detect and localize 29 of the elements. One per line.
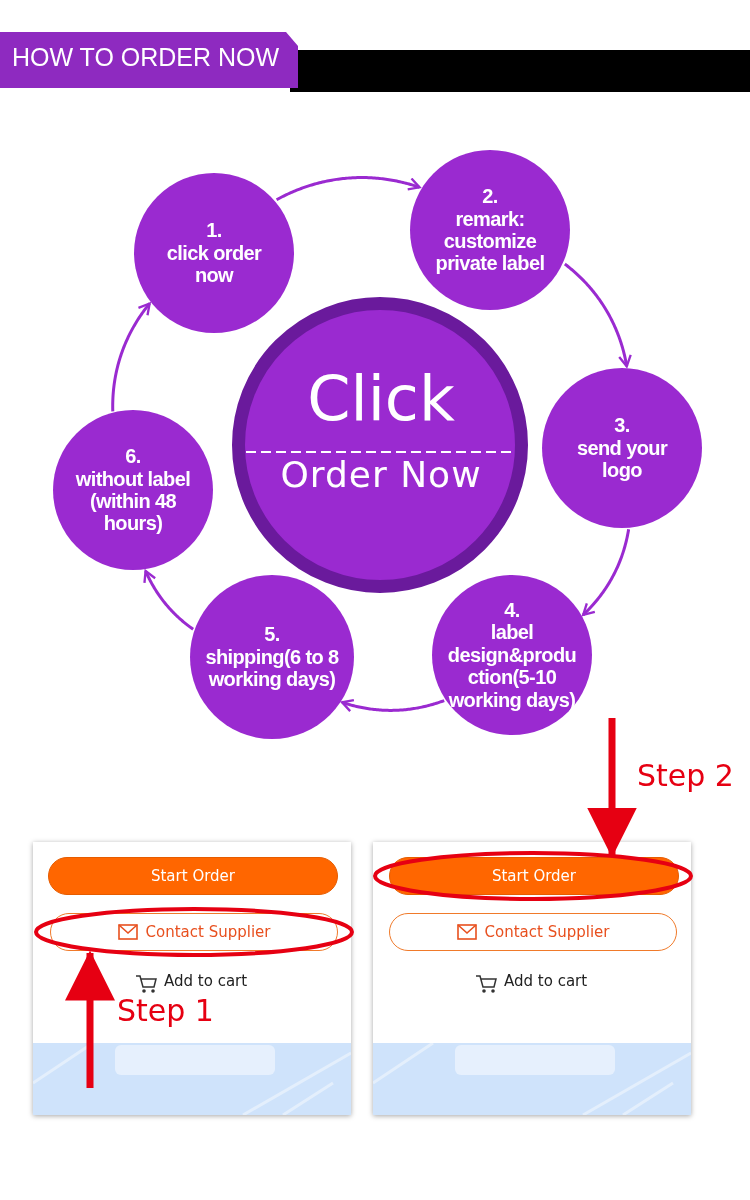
step-text: label design&production(5-10 working days)	[446, 621, 578, 711]
step-number: 6.	[124, 445, 142, 468]
step-label: Step 2	[637, 758, 734, 793]
contact-button: Contact Supplier	[50, 913, 338, 951]
start-order-button: Start Order	[48, 857, 338, 895]
step-label: Step 1	[117, 993, 214, 1028]
step-text: remark: customize private label	[434, 207, 546, 275]
pointer-arrow	[65, 950, 115, 1088]
center-subtitle: Order Now	[279, 454, 483, 495]
cycle-arrow	[143, 569, 194, 631]
step-number: 1.	[205, 219, 223, 242]
step-text: shipping(6 to 8 working days)	[204, 645, 340, 691]
cycle-arrow	[582, 529, 631, 616]
cycle-arrow	[111, 302, 151, 412]
step-number: 4.	[503, 599, 521, 622]
center-title: Click	[306, 362, 456, 435]
step-number: 5.	[263, 623, 281, 646]
title: HOW TO ORDER NOW	[12, 43, 280, 72]
cycle-arrow	[563, 262, 632, 368]
step-text: without label (within 48 hours)	[74, 467, 192, 535]
contact-button: Contact Supplier	[389, 913, 677, 951]
step-number: 2.	[481, 185, 499, 208]
add-to-cart-link: Add to cart	[504, 972, 588, 990]
step-number: 3.	[613, 414, 631, 437]
add-to-cart-link: Add to cart	[164, 972, 248, 990]
step-text: click order now	[165, 241, 263, 287]
step-text: send your logo	[575, 436, 669, 482]
cycle-arrow	[340, 698, 445, 713]
cycle-arrow	[275, 176, 421, 202]
